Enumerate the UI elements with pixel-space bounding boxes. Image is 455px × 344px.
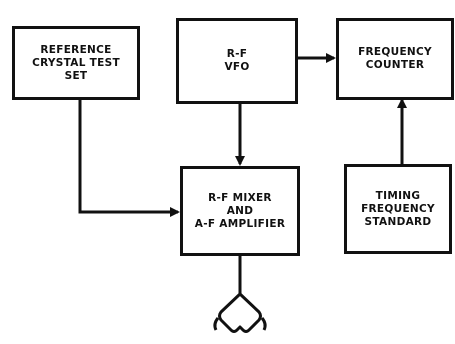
reference-label-line-3: SET — [64, 69, 88, 82]
timing-frequency-standard-block: TIMING FREQUENCY STANDARD — [344, 164, 452, 254]
mixer-label-line-2: AND — [226, 204, 254, 217]
vfo-label-line-1: R-F — [226, 48, 248, 60]
mixer-label-line-1: R-F MIXER — [208, 191, 272, 204]
reference-label-line-1: REFERENCE — [40, 43, 112, 56]
rf-vfo-block: R-F VFO — [176, 18, 298, 104]
counter-label-line-2: COUNTER — [365, 59, 425, 71]
timing-label-line-2: FREQUENCY — [361, 202, 435, 215]
reference-crystal-test-set-block: REFERENCE CRYSTAL TEST SET — [12, 26, 140, 100]
timing-label-line-3: STANDARD — [364, 215, 432, 228]
headphones-icon — [213, 292, 267, 333]
counter-label-line-1: FREQUENCY — [358, 46, 432, 58]
frequency-counter-block: FREQUENCY COUNTER — [336, 18, 454, 100]
vfo-label-line-2: VFO — [224, 61, 250, 73]
arrow-reference-to-mixer — [78, 98, 180, 217]
reference-label-line-2: CRYSTAL TEST — [32, 56, 120, 69]
mixer-label-line-3: A-F AMPLIFIER — [194, 217, 286, 230]
timing-label-line-1: TIMING — [375, 189, 421, 202]
rf-mixer-af-amplifier-block: R-F MIXER AND A-F AMPLIFIER — [180, 166, 300, 256]
